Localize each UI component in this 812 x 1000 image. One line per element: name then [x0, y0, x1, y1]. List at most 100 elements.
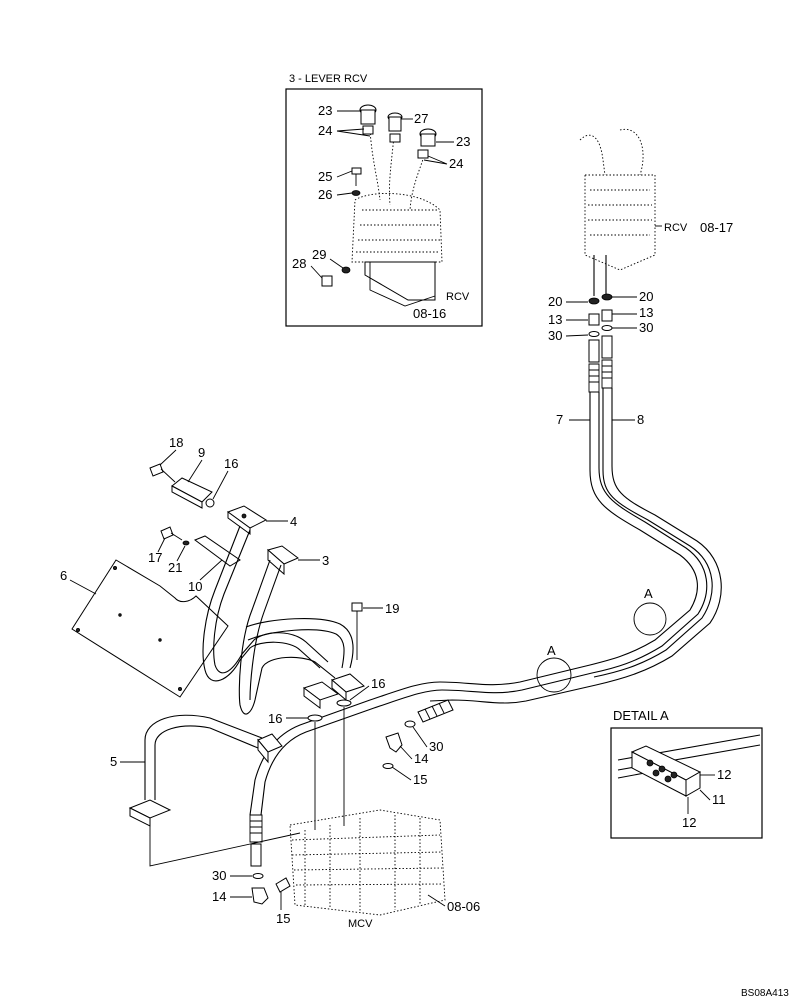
section-a-label-lower: A — [547, 643, 556, 658]
pipe-3-a — [238, 559, 336, 715]
callout-16-left: 16 — [268, 711, 282, 726]
hose-8-inner — [429, 388, 722, 704]
lead-24b — [423, 155, 448, 165]
detail-a-lead-11 — [699, 789, 711, 801]
plate-6-hole-d — [118, 613, 122, 617]
pipe-5-a — [144, 714, 263, 800]
rcv-right: RCV 08-17 — [579, 128, 733, 296]
plate-9-side — [171, 485, 203, 509]
oring-16-right — [336, 699, 352, 707]
flange-5-top-side — [257, 738, 269, 764]
clamp-hole-4 — [652, 769, 660, 777]
plate-6-hole-b — [76, 628, 81, 633]
washer-20-left — [588, 297, 600, 305]
lead-14-mid — [399, 745, 413, 760]
callout-20-left: 20 — [548, 294, 562, 309]
oring-29 — [341, 266, 351, 274]
callout-20-right: 20 — [639, 289, 653, 304]
washer-21 — [182, 540, 190, 546]
callout-30-right: 30 — [639, 320, 653, 335]
detail-a-callout-12-top: 12 — [717, 767, 731, 782]
fitting-23-left-body — [360, 109, 376, 125]
rcv-lever-right — [619, 128, 644, 176]
hose-7-outer — [249, 392, 698, 816]
pipe-3-loop-a — [245, 618, 354, 669]
callout-9: 9 — [198, 445, 205, 460]
hose-8-crimp-ribs — [424, 702, 445, 720]
spacer-10 — [193, 535, 241, 567]
callout-7: 7 — [556, 412, 563, 427]
lead-9 — [187, 459, 203, 483]
lead-6 — [69, 579, 97, 595]
washer-20-right — [601, 293, 613, 301]
lead-10 — [199, 559, 223, 581]
callout-15-bottom: 15 — [276, 911, 290, 926]
detail-rcv-label: RCV — [446, 291, 470, 303]
bolt-17-shank — [170, 532, 183, 541]
section-a-circle-upper — [633, 602, 667, 636]
flange-4-hole — [241, 513, 247, 519]
hose-8-end-fitting: 30 14 15 — [382, 699, 454, 787]
bolt-19 — [351, 602, 363, 612]
mcv-sections — [304, 815, 421, 912]
detail-a-title: DETAIL A — [613, 708, 669, 723]
hose-crimp-8 — [601, 359, 613, 389]
rcv-hose-a — [369, 129, 381, 201]
callout-14-mid: 14 — [414, 751, 428, 766]
flange-4-side — [227, 511, 251, 535]
callout-30-mid: 30 — [429, 739, 443, 754]
fitting-27-body — [388, 116, 402, 132]
adapter-13-left — [588, 313, 600, 326]
rcv-right-ribs — [588, 189, 652, 236]
lever-rcv-detail: 3 - LEVER RCV 23 24 — [285, 73, 483, 327]
left-bracket-assembly: 18 9 16 4 17 21 3 6 10 19 16 16 5 — [60, 435, 399, 867]
hose-crimp-7 — [588, 363, 600, 393]
oring-30-mid — [404, 720, 416, 728]
fitting-27-nut — [389, 133, 401, 143]
callout-21: 21 — [168, 560, 182, 575]
clamp-block-side — [685, 771, 701, 797]
hose-7-end-fitting: 30 14 15 — [212, 814, 291, 926]
elbow-14-mid — [385, 732, 403, 753]
hose-assembly-7-8: 7 8 A A — [249, 388, 722, 816]
nut-24-right — [417, 149, 429, 159]
callout-13-left: 13 — [548, 312, 562, 327]
detail-box-title: 3 - LEVER RCV — [289, 73, 368, 85]
plate-6-hole-c — [177, 687, 182, 692]
mcv-ribs — [291, 834, 443, 886]
detail-a-callout-11: 11 — [712, 792, 726, 807]
elbow-14-bottom — [251, 887, 269, 905]
rcv-right-ref: 08-17 — [700, 220, 733, 235]
section-a-circle-lower — [536, 657, 572, 693]
oring-30-bottom — [252, 873, 264, 879]
hose-7-crimp — [249, 814, 263, 843]
rcv-right-fittings: 20 20 13 13 30 30 — [548, 289, 653, 393]
plate-6-hole-e — [158, 638, 162, 642]
plate-6 — [71, 559, 229, 698]
callout-13-right: 13 — [639, 305, 653, 320]
rcv-hose-c — [409, 149, 427, 211]
rcv-right-label: RCV — [664, 222, 688, 234]
plug-28 — [321, 275, 333, 287]
rcv-hose-b — [389, 134, 395, 206]
pipe-3-loop-b — [247, 629, 345, 669]
detail-a-frame — [610, 727, 763, 839]
oring-16-left — [307, 714, 323, 722]
lead-30-left — [565, 334, 589, 337]
flange-bottom-a-side — [303, 687, 321, 709]
rcv-valve-body — [351, 192, 443, 307]
lead-18 — [159, 449, 177, 466]
callout-15-mid: 15 — [413, 772, 427, 787]
pipe-5-leader — [149, 826, 301, 867]
detail-a-callout-12-bottom: 12 — [682, 815, 696, 830]
lead-25 — [336, 170, 353, 178]
lead-21 — [176, 545, 186, 562]
lead-24 — [336, 128, 371, 137]
clamp-hole-2 — [658, 765, 666, 773]
oring-16-top — [205, 498, 215, 508]
hose-end-7 — [588, 339, 600, 363]
callout-24: 24 — [318, 123, 332, 138]
pipe-3-b — [249, 564, 282, 701]
adapter-13-right — [601, 309, 613, 322]
